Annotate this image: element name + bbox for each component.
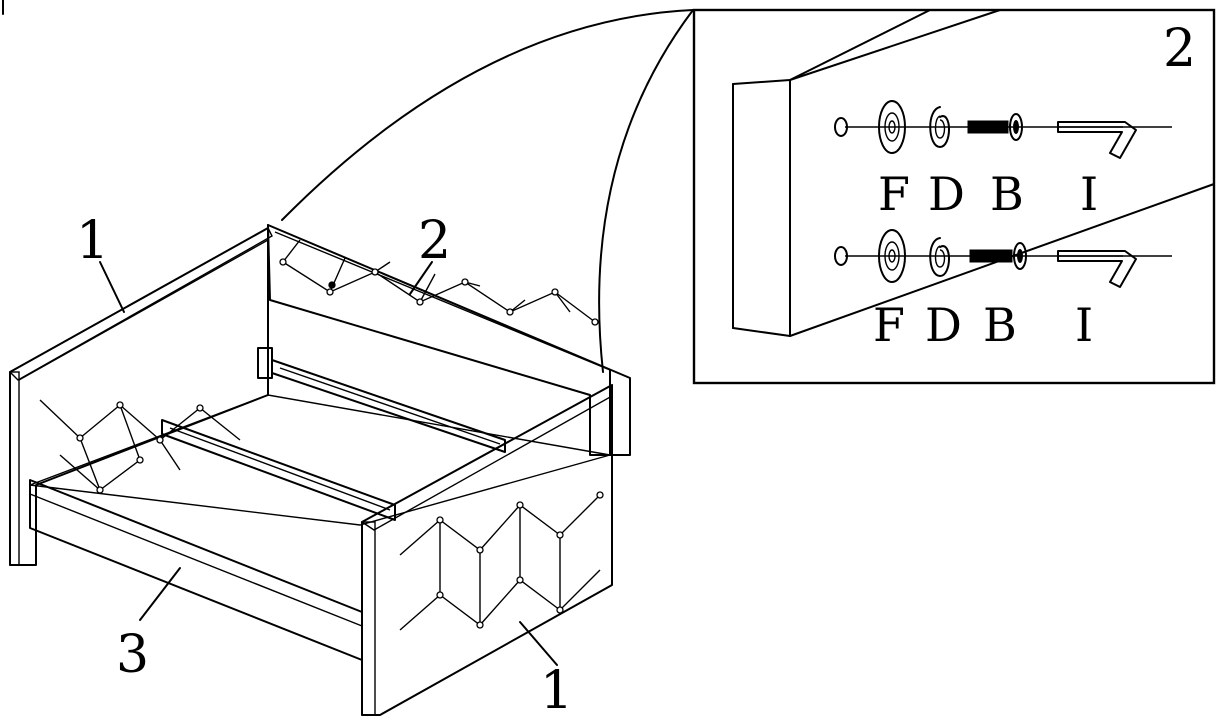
zoom-line-upper [281,9,694,221]
label-row2-i: I [1075,298,1093,352]
spring-washer-icon [929,106,950,148]
leader-arm-right [519,621,558,666]
washer-icon [878,229,906,283]
label-row1-d: D [928,167,965,221]
sofa-frame [8,224,631,716]
front-rail [29,479,363,661]
arm-left [8,227,273,566]
hardware-row-2: F D B I [834,229,1172,352]
bolt-hole [834,246,848,266]
step-number: 2 [1163,19,1196,79]
slat-lower [161,419,396,521]
leader-back [409,261,433,295]
label-row1-f: F [878,167,910,221]
spring-washer-icon [929,237,950,277]
label-row2-d: D [925,298,962,352]
hardware-row-1: F D B I [834,100,1172,221]
allen-key-icon [1057,250,1137,288]
back-panel [267,224,631,456]
label-row1-i: I [1080,167,1098,221]
slat-upper [271,359,506,453]
callout-front-rail: 3 [116,625,149,685]
detail-inset: 2 [692,8,1216,385]
callout-arm-right: 1 [540,661,573,717]
washer-icon [878,100,906,154]
zoom-line-lower [598,9,694,373]
leader-arm-left [99,261,125,313]
callout-arm-left: 1 [76,211,109,271]
rail-bracket [257,347,273,379]
callout-back: 2 [418,211,451,271]
bolt-icon [969,242,1027,270]
arm-right [360,383,613,716]
label-row2-b: B [983,298,1017,352]
allen-key-icon [1057,121,1137,159]
bolt-icon [967,113,1023,141]
label-row1-b: B [990,167,1024,221]
leader-front-rail [139,567,181,621]
bolt-hole [834,117,848,137]
label-row2-f: F [873,298,905,352]
